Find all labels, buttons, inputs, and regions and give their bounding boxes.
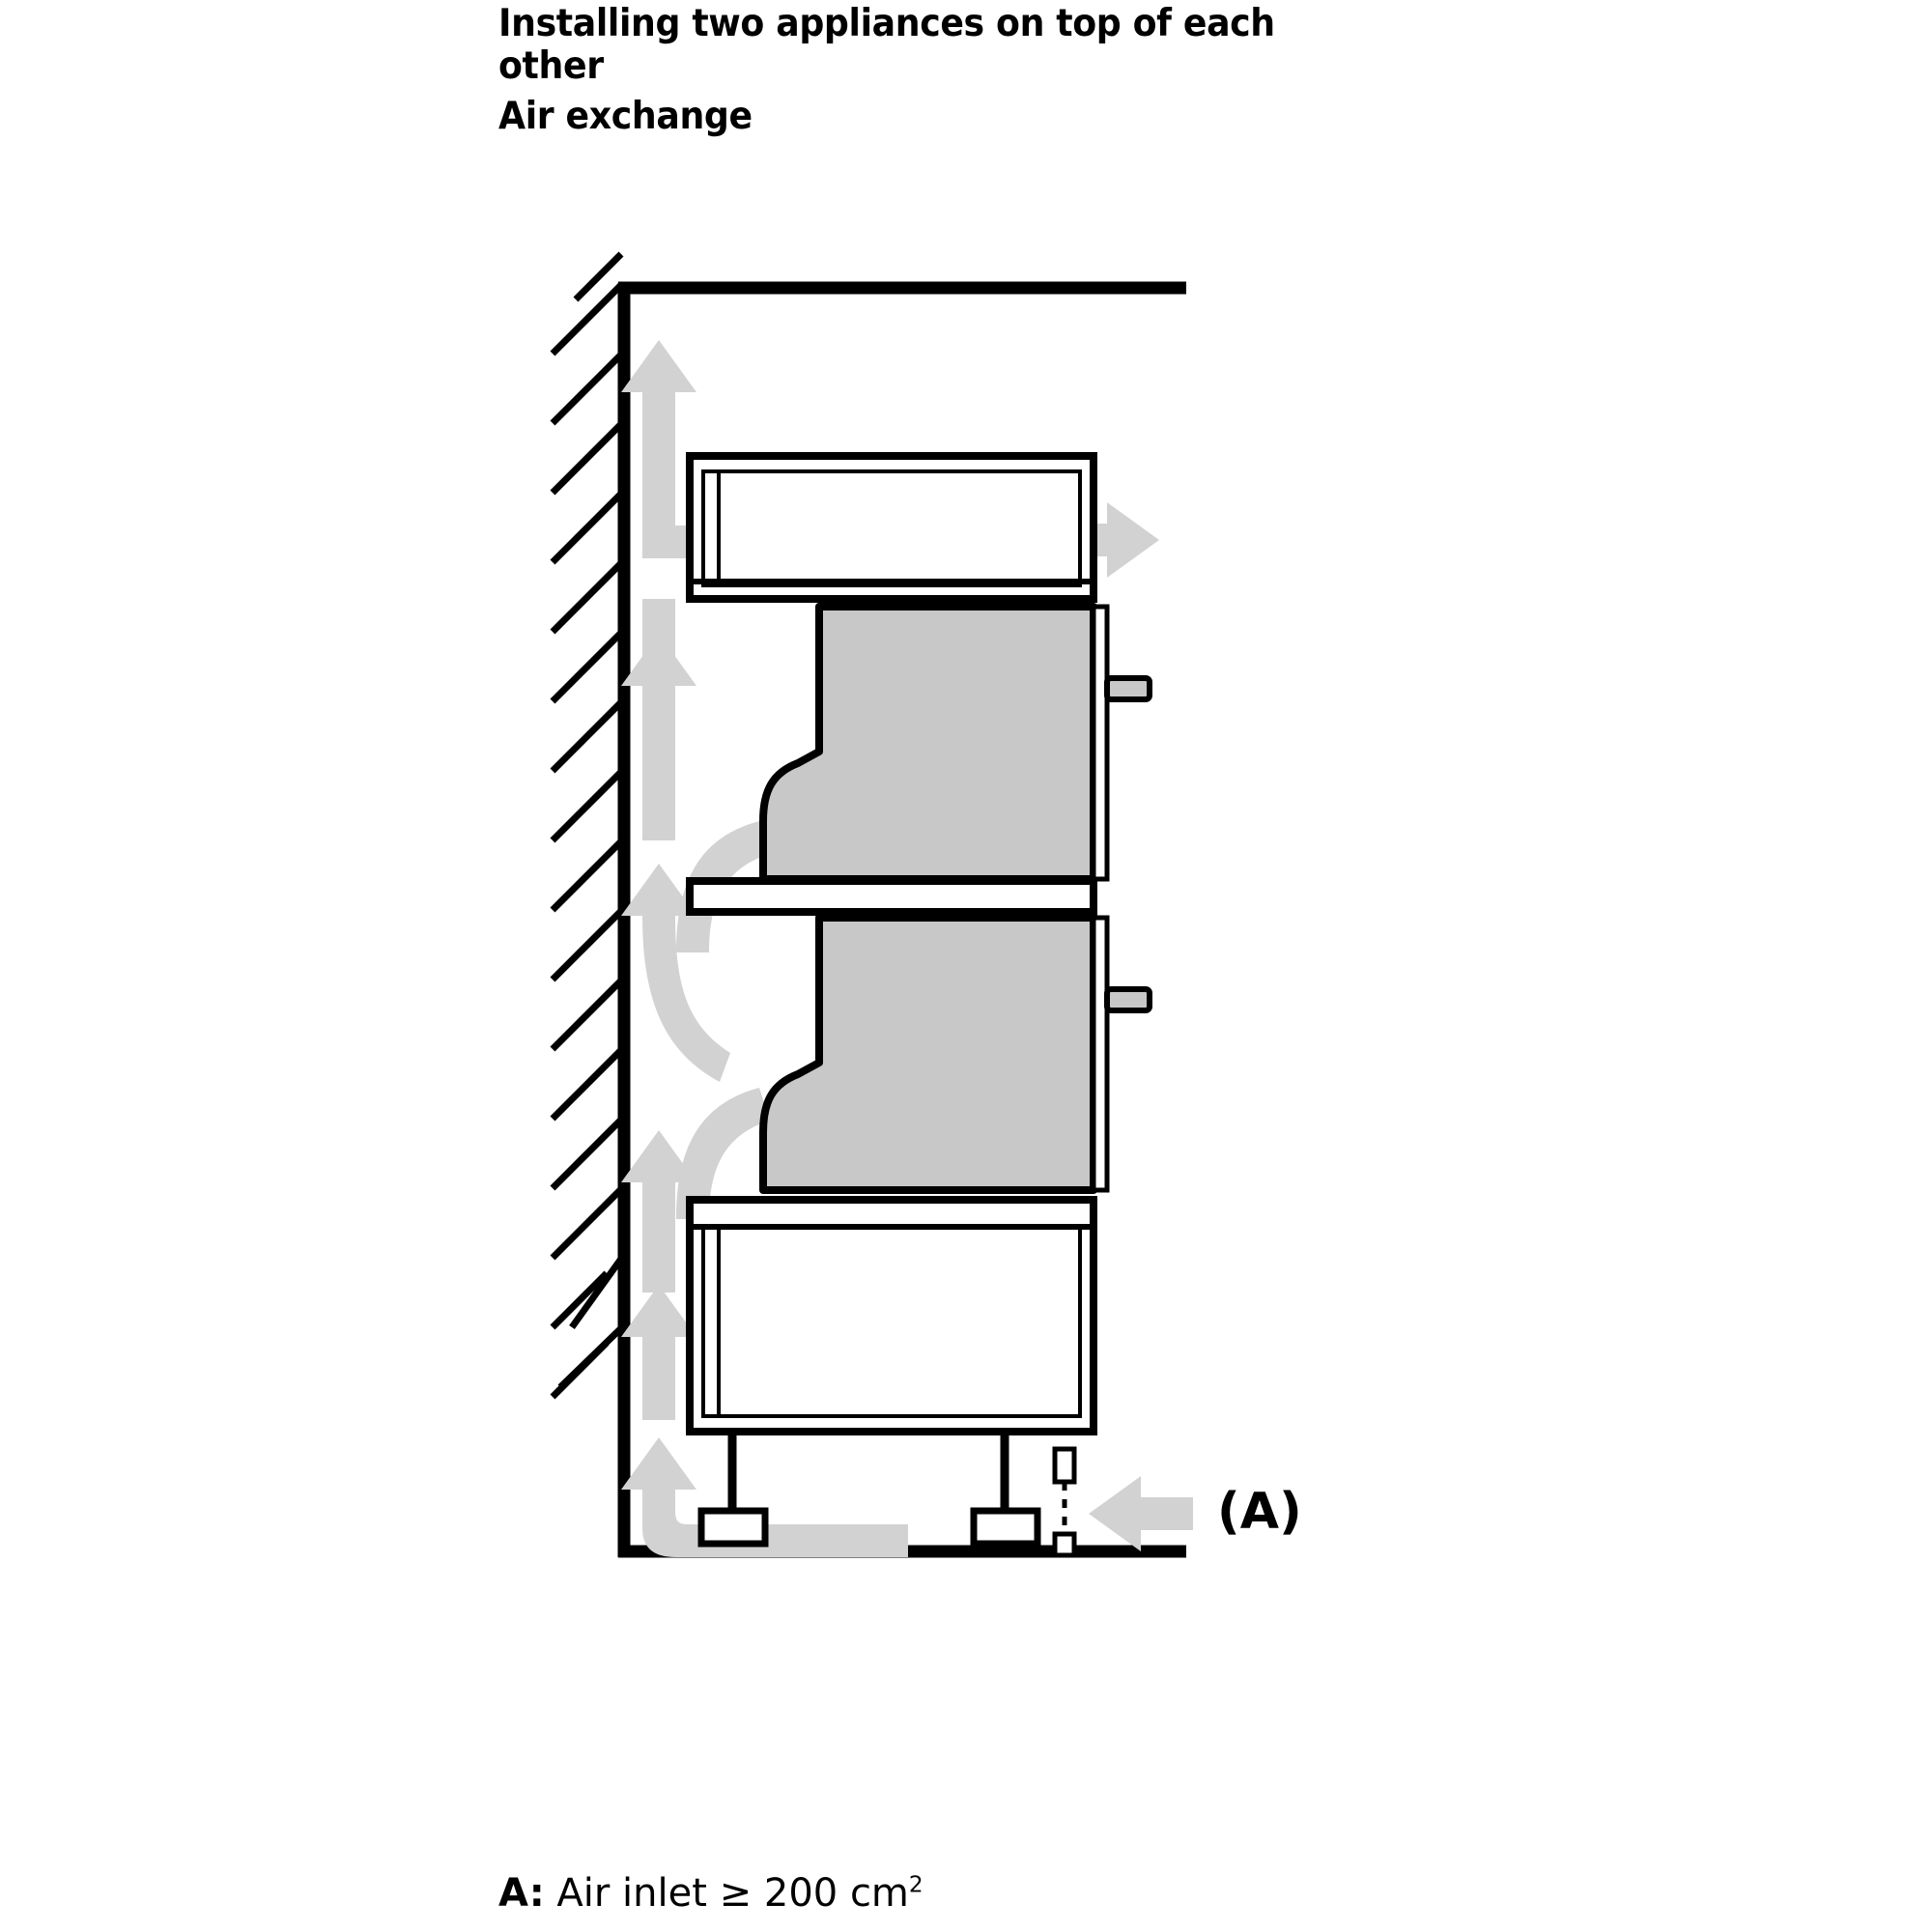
- figure-caption: A: Air inlet ≥ 200 cm2: [498, 1870, 923, 1917]
- airflow-arrow-base-stem: [621, 1285, 696, 1420]
- caption-value: Air inlet ≥ 200 cm: [556, 1871, 909, 1916]
- page-subtitle: Air exchange: [498, 95, 753, 138]
- wall-hatching-icon: [550, 251, 624, 1400]
- diagram-svg: (A): [550, 251, 1302, 1558]
- air-inlet-arrow: [1089, 1476, 1193, 1551]
- heading-block: Installing two appliances on top of each…: [498, 0, 1484, 138]
- airflow-arrow-upper-curve: [621, 864, 730, 1082]
- appliance-lower: [759, 914, 1152, 1194]
- base-cabinet: [686, 1196, 1097, 1435]
- installation-diagram: (A): [0, 145, 1932, 1835]
- airflow-arrow-upper-long: [621, 634, 696, 840]
- airflow-arrow-inlet-path: [621, 1437, 908, 1557]
- caption-key: A:: [498, 1871, 545, 1916]
- upper-cabinet-compartment: [686, 452, 1097, 603]
- label-a: (A): [1217, 1483, 1302, 1541]
- airflow-arrow-mid-stem: [621, 1130, 696, 1293]
- cabinet-feet: [697, 1432, 1077, 1558]
- middle-shelf: [686, 877, 1097, 916]
- page-title-line1: Installing two appliances on top of each: [498, 2, 1275, 45]
- airflow-arrows: [621, 340, 1193, 1557]
- airflow-arrow-lower-curve: [676, 1088, 770, 1219]
- appliance-upper: [759, 603, 1152, 883]
- caption-superscript: 2: [908, 1871, 923, 1898]
- page-title-line2: other: [498, 44, 604, 88]
